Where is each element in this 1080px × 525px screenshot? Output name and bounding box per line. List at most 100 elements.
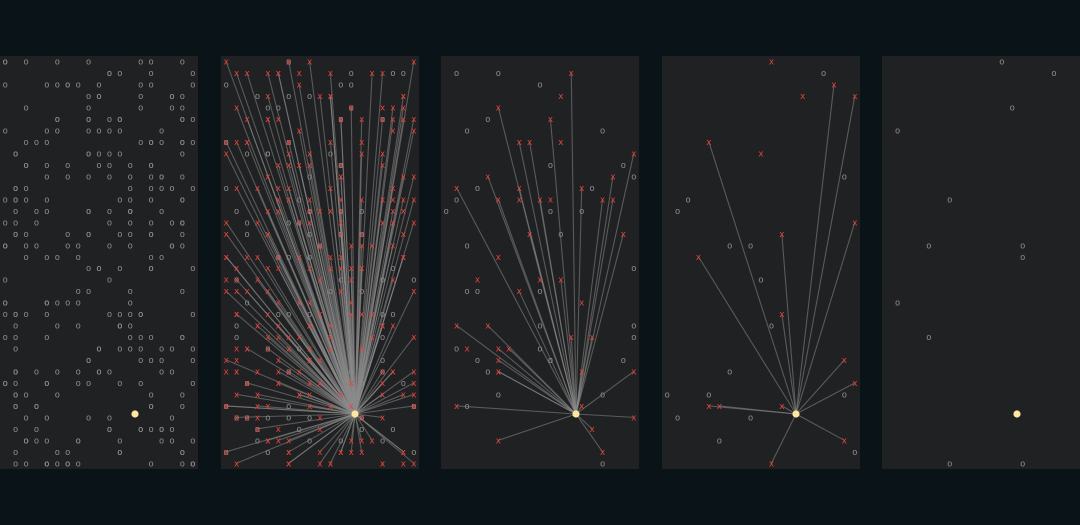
rays xyxy=(225,61,415,464)
hit-marker: x xyxy=(779,310,785,320)
miss-marker: o xyxy=(2,241,7,251)
miss-marker: o xyxy=(86,172,91,182)
miss-marker: o xyxy=(75,253,80,263)
hit-marker: x xyxy=(223,276,229,286)
miss-marker: o xyxy=(180,448,185,458)
miss-marker: o xyxy=(55,81,60,91)
hit-marker: x xyxy=(380,69,386,79)
hit-marker: x xyxy=(401,115,407,125)
hit-marker: x xyxy=(706,402,712,412)
hit-marker: x xyxy=(328,333,334,343)
origin-point xyxy=(572,410,580,418)
hit-marker: x xyxy=(349,104,355,114)
miss-marker: o xyxy=(75,367,80,377)
miss-marker: o xyxy=(86,356,91,366)
miss-marker: o xyxy=(13,459,18,469)
ray xyxy=(498,413,577,441)
miss-marker: o xyxy=(190,138,195,148)
miss-marker: o xyxy=(13,367,18,377)
ray xyxy=(354,413,404,453)
ray xyxy=(781,314,797,415)
miss-marker: o xyxy=(842,172,847,182)
miss-marker: o xyxy=(548,356,553,366)
hit-marker: x xyxy=(276,264,282,274)
miss-marker: o xyxy=(23,104,28,114)
hit-marker: x xyxy=(631,150,637,160)
miss-marker: o xyxy=(55,299,60,309)
ray xyxy=(497,199,577,415)
miss-marker: o xyxy=(190,436,195,446)
miss-marker: o xyxy=(307,230,312,240)
miss-marker: o xyxy=(349,367,354,377)
miss-marker: o xyxy=(159,367,164,377)
miss-marker: o xyxy=(148,264,153,274)
miss-marker: o xyxy=(286,310,291,320)
miss-marker: o xyxy=(86,104,91,114)
miss-marker: o xyxy=(34,207,39,217)
hit-marker: x xyxy=(380,195,386,205)
hit-marker: x xyxy=(276,69,282,79)
hit-marker: x xyxy=(390,207,396,217)
miss-marker: o xyxy=(23,436,28,446)
ray xyxy=(288,61,356,415)
hit-marker: x xyxy=(296,69,302,79)
miss-marker: o xyxy=(2,241,7,251)
miss-marker: o xyxy=(2,241,7,251)
miss-marker: o xyxy=(128,310,133,320)
hit-marker: x xyxy=(296,390,302,400)
miss-marker: o xyxy=(65,230,70,240)
hit-marker: x xyxy=(589,333,595,343)
miss-marker: o xyxy=(496,69,501,79)
miss-marker: o xyxy=(180,172,185,182)
hit-marker: x xyxy=(842,356,848,366)
hit-marker: x xyxy=(380,413,386,423)
miss-marker: o xyxy=(44,207,49,217)
hit-marker: x xyxy=(401,207,407,217)
miss-marker: o xyxy=(234,276,239,286)
miss-marker: o xyxy=(190,264,195,274)
miss-marker: o xyxy=(86,115,91,125)
miss-marker: o xyxy=(317,241,322,251)
miss-marker: o xyxy=(265,150,270,160)
hit-marker: x xyxy=(317,448,323,458)
miss-marker: o xyxy=(169,425,174,435)
miss-marker: o xyxy=(255,425,260,435)
ray xyxy=(267,348,356,415)
hit-marker: x xyxy=(244,253,250,263)
miss-marker: o xyxy=(107,367,112,377)
hit-marker: x xyxy=(401,92,407,102)
ray xyxy=(288,348,356,415)
miss-marker: o xyxy=(727,367,732,377)
hit-marker: x xyxy=(338,218,344,228)
ray xyxy=(795,382,856,415)
miss-marker: o xyxy=(107,207,112,217)
hit-marker: x xyxy=(411,390,417,400)
hit-marker: x xyxy=(265,230,271,240)
hit-marker: x xyxy=(527,230,533,240)
ray xyxy=(518,141,577,415)
miss-marker: o xyxy=(86,58,91,68)
hit-marker: x xyxy=(569,69,575,79)
hit-marker: x xyxy=(234,184,240,194)
miss-marker: o xyxy=(159,253,164,263)
hit-marker: x xyxy=(286,333,292,343)
miss-marker: o xyxy=(159,425,164,435)
miss-marker: o xyxy=(44,379,49,389)
miss-marker: o xyxy=(117,436,122,446)
hit-marker: x xyxy=(317,207,323,217)
miss-marker: o xyxy=(148,161,153,171)
hit-marker: x xyxy=(328,207,334,217)
miss-marker: o xyxy=(180,333,185,343)
hit-marker: x xyxy=(307,299,313,309)
hit-marker: x xyxy=(558,276,564,286)
rays xyxy=(698,84,856,464)
miss-marker: o xyxy=(23,161,28,171)
miss-marker: o xyxy=(148,425,153,435)
miss-marker: o xyxy=(13,379,18,389)
miss-marker: o xyxy=(13,425,18,435)
miss-marker: o xyxy=(296,195,301,205)
hit-marker: x xyxy=(307,207,313,217)
hit-marker: x xyxy=(296,299,302,309)
hit-marker: x xyxy=(276,356,282,366)
miss-marker: o xyxy=(148,218,153,228)
